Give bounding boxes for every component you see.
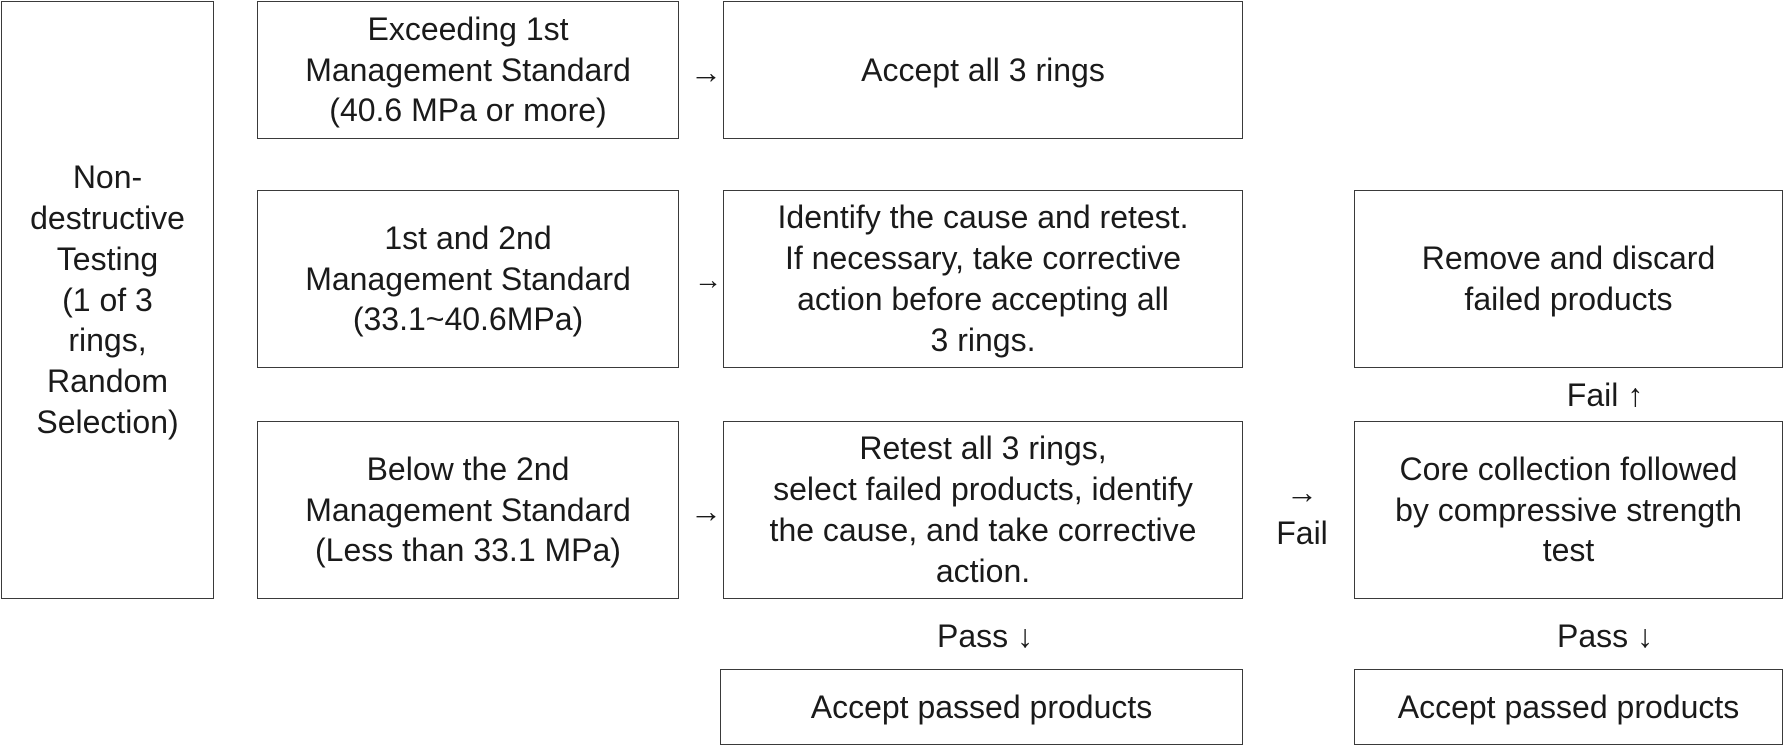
identify-cause-retest-box: Identify the cause and retest. If necess… [723,190,1243,368]
accept-passed-products-box: Accept passed products [1354,669,1783,745]
accept-passed-products-box: Accept passed products [720,669,1243,745]
arrow-right-icon: → [1286,474,1318,511]
retest-all-rings-box: Retest all 3 rings, select failed produc… [723,421,1243,599]
below-second-standard-label: Below the 2nd Management Standard (Less … [305,450,631,569]
below-second-standard-box: Below the 2nd Management Standard (Less … [257,421,679,599]
remove-discard-box: Remove and discard failed products [1354,190,1783,368]
fail-right-connector: → Fail [1262,468,1342,558]
second-standard-box: 1st and 2nd Management Standard (33.1~40… [257,190,679,368]
first-standard-label: Exceeding 1st Management Standard (40.6 … [305,10,631,129]
arrow-right-icon: → [690,493,722,529]
pass-down-label: Pass ↓ [936,617,1034,654]
retest-all-rings-label: Retest all 3 rings, select failed produc… [769,430,1197,589]
accept-all-rings-label: Accept all 3 rings [861,51,1105,88]
accept-passed-products-label: Accept passed products [810,688,1153,725]
second-standard-label: 1st and 2nd Management Standard (33.1~40… [305,219,631,338]
accept-passed-products-label: Accept passed products [1397,688,1740,725]
pass-down-label: Pass ↓ [1556,617,1654,654]
first-standard-box: Exceeding 1st Management Standard (40.6 … [257,1,679,139]
identify-cause-retest-label: Identify the cause and retest. If necess… [777,199,1189,358]
fail-label: Fail [1276,515,1328,551]
nondestructive-testing-label: Non- destructive Testing (1 of 3 rings, … [30,158,185,441]
nondestructive-testing-box: Non- destructive Testing (1 of 3 rings, … [1,1,214,599]
core-collection-box: Core collection followed by compressive … [1354,421,1783,599]
core-collection-label: Core collection followed by compressive … [1395,450,1742,569]
remove-discard-label: Remove and discard failed products [1421,240,1716,317]
arrow-right-icon: → [694,264,722,295]
fail-up-label: Fail ↑ [1566,376,1644,413]
arrow-right-icon: → [690,54,722,90]
accept-all-rings-box: Accept all 3 rings [723,1,1243,139]
